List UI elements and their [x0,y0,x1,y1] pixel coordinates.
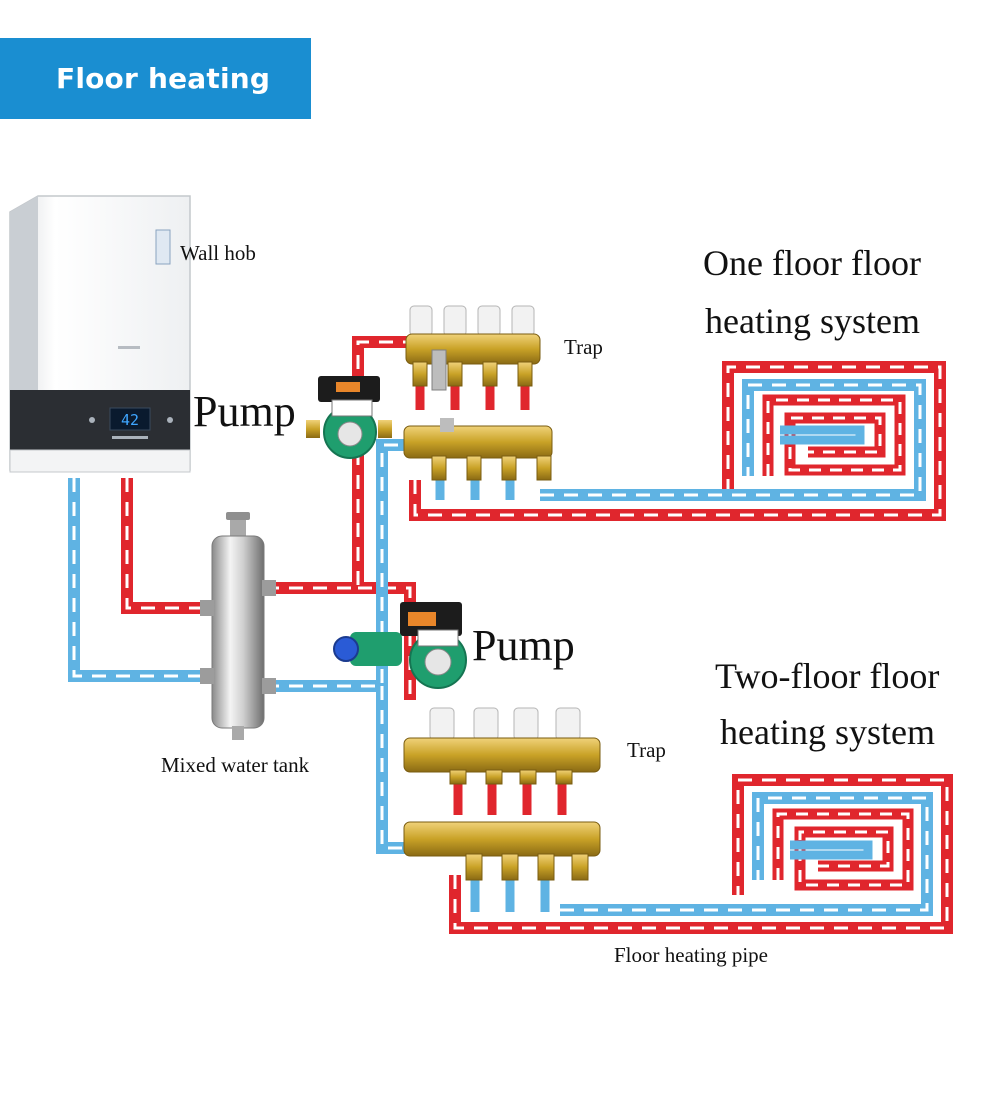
pump-lower [333,602,467,689]
label-floor-heating-pipe: Floor heating pipe [614,943,768,967]
cold-pipes [68,379,933,916]
label-mixed-water-tank: Mixed water tank [161,753,310,777]
boiler-display-readout: 42 [121,411,139,429]
label-trap-upper: Trap [564,335,603,359]
label-system-two-line1: Two-floor floor [715,656,940,696]
header-banner [0,38,311,119]
floor-loop-lower [772,808,914,891]
label-system-one-line1: One floor floor [703,243,921,283]
label-system-one-line2: heating system [705,301,920,341]
floor-loop-upper [762,394,906,476]
pump-upper [306,376,392,459]
page-title: Floor heating [56,62,271,95]
label-system-two-line2: heating system [720,712,935,752]
label-pump-upper: Pump [193,387,296,436]
mixed-water-tank [200,512,276,740]
manifold-upper [403,305,553,481]
manifold-lower [403,707,601,881]
label-trap-lower: Trap [627,738,666,762]
label-wall-hob: Wall hob [180,241,256,265]
wall-hob-boiler: 42 [9,195,191,473]
label-pump-lower: Pump [472,621,575,670]
